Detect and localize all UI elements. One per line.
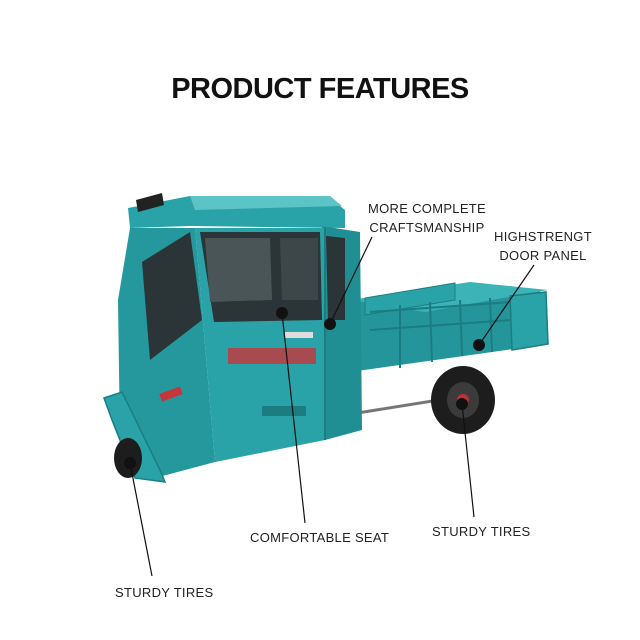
line-seat (281, 312, 306, 524)
callout-craftsmanship: MORE COMPLETE CRAFTSMANSHIP (362, 199, 492, 237)
callout-door-panel: HIGHSTRENGT DOOR PANEL (487, 227, 599, 265)
callout-tires-right: STURDY TIRES (432, 524, 531, 539)
line-tires-left (129, 462, 153, 577)
callout-markers (124, 307, 485, 469)
callout-craftsmanship-line2: CRAFTSMANSHIP (369, 220, 485, 235)
line-tires-right (461, 403, 475, 518)
cab-windows (142, 232, 345, 360)
cab-roof (128, 193, 345, 228)
marker-door-panel (473, 339, 485, 351)
callout-door-panel-line1: HIGHSTRENGT (494, 229, 592, 244)
marker-tires-right (456, 398, 468, 410)
callout-seat: COMFORTABLE SEAT (250, 530, 390, 545)
page-title: PRODUCT FEATURES (171, 73, 469, 105)
line-door-panel (478, 264, 535, 346)
callout-lines (129, 236, 535, 577)
marker-seat (276, 307, 288, 319)
marker-tires-left (124, 457, 136, 469)
callout-craftsmanship-line1: MORE COMPLETE (367, 201, 487, 216)
callout-tires-left: STURDY TIRES (115, 585, 214, 600)
callout-door-panel-line2: DOOR PANEL (499, 248, 587, 263)
line-craftsmanship (329, 236, 373, 325)
marker-craftsmanship (324, 318, 336, 330)
cargo-bed (344, 282, 549, 417)
